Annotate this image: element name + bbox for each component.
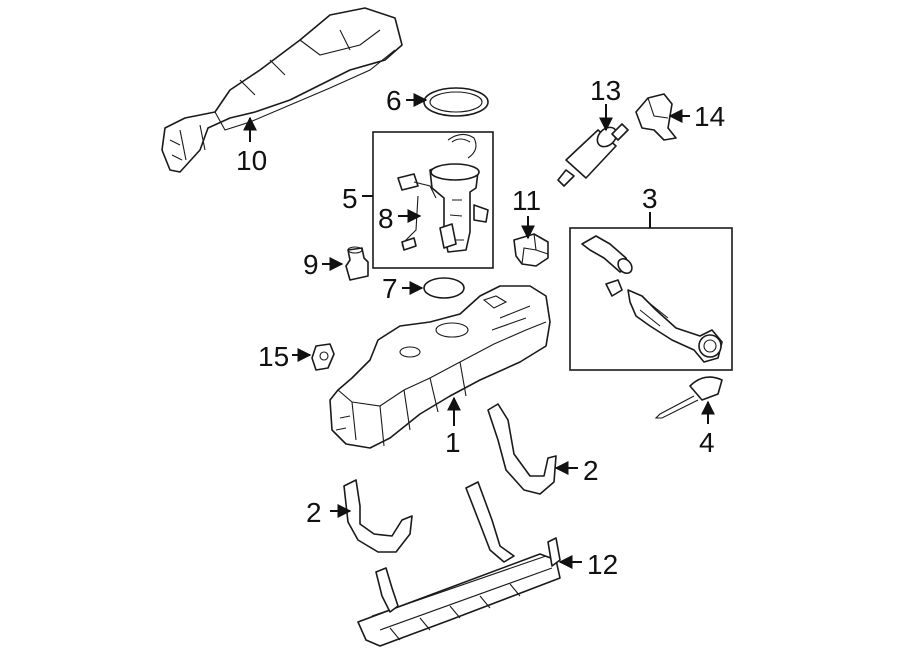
part-11-vapor-valve[interactable] [513,233,549,267]
part-2-tank-strap-lower[interactable] [343,479,413,553]
part-5-fuel-pump-module[interactable] [372,131,494,269]
callout-9: 9 [303,249,344,280]
callout-8: 8 [378,203,422,234]
callout-5: 5 [342,183,373,214]
part-8-sensor-wire[interactable] [397,173,437,251]
callout-10: 10 [236,116,267,176]
callout-14: 14 [668,101,725,132]
part-9-valve[interactable] [345,246,369,281]
callout-12-label: 12 [587,549,618,580]
callout-12: 12 [558,549,618,580]
part-10-tank-shield[interactable] [161,7,403,173]
callout-13: 13 [590,75,621,132]
callout-15: 15 [258,341,312,372]
callout-15-label: 15 [258,341,289,372]
callout-11: 11 [512,185,541,240]
callout-4-label: 4 [699,427,715,458]
callout-10-label: 10 [236,145,267,176]
callout-11-label: 11 [512,185,541,216]
callout-2b-label: 2 [306,497,322,528]
part-4-fuel-cap[interactable] [654,376,723,419]
callout-7: 6 [386,85,428,116]
callout-8-label: 8 [378,203,394,234]
part-3-filler-pipe[interactable] [569,227,733,371]
callout-2b: 2 [306,497,352,528]
part-12-skid-plate[interactable] [357,481,561,647]
callout-4: 4 [699,400,715,458]
part-13-fuel-filter[interactable] [557,123,629,187]
part-6-o-ring[interactable] [423,277,465,299]
part-1-fuel-tank[interactable] [329,285,551,449]
callout-13-label: 13 [590,75,621,106]
callout-2a-label: 2 [583,455,599,486]
callout-5-label: 5 [342,183,358,214]
part-7-seal-ring[interactable] [423,87,489,117]
part-2-tank-strap-upper[interactable] [487,403,557,495]
part-14-bracket[interactable] [635,93,677,141]
callout-3-label: 3 [642,183,658,214]
callout-14-label: 14 [694,101,725,132]
callout-2a: 2 [554,455,599,486]
callout-6: 7 [382,273,424,304]
callout-7-label: 6 [386,85,402,116]
callout-1-label: 1 [445,427,461,458]
callout-6-label: 7 [382,273,398,304]
callout-3: 3 [642,183,658,228]
callout-1: 1 [445,396,461,458]
part-15-sensor-plug[interactable] [311,343,335,371]
callout-9-label: 9 [303,249,319,280]
